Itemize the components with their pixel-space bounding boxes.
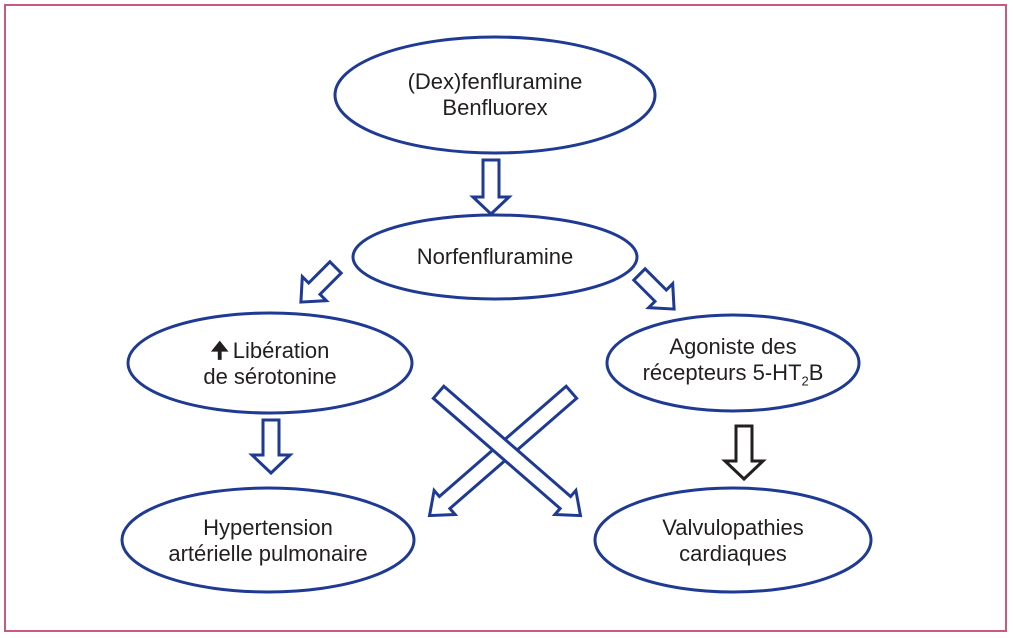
- node-serotonin-line1: Libération: [232, 338, 330, 363]
- node-agonist-line2-sub: 2: [801, 373, 809, 389]
- node-valvulo-line2: cardiaques: [679, 541, 787, 566]
- node-metabolite-ellipse: [351, 213, 639, 301]
- arrow-drugs-to-metabolite: [469, 158, 513, 217]
- node-serotonin-ellipse: [126, 311, 414, 415]
- node-metabolite-line1: Norfenfluramine: [416, 244, 574, 269]
- arrow-metabolite-to-agonist: [631, 266, 676, 311]
- figure-frame: [4, 4, 1007, 632]
- node-htap: Hypertension artérielle pulmonaire: [122, 513, 414, 569]
- arrow-metabolite-to-serotonin: [299, 259, 344, 304]
- arrow-agonist-to-valvulo: [721, 424, 767, 482]
- node-valvulo-ellipse: [593, 486, 873, 594]
- node-agonist-line2: récepteurs 5-HT2B: [643, 360, 824, 394]
- node-valvulo: Valvulopathies cardiaques: [595, 513, 871, 569]
- node-drugs-line2: Benfluorex: [442, 95, 548, 120]
- node-agonist: Agoniste des récepteurs 5-HT2B: [607, 333, 859, 394]
- arrow-serotonin-to-htap: [248, 418, 294, 476]
- node-agonist-ellipse: [605, 313, 861, 413]
- node-drugs: (Dex)fenfluramine Benfluorex: [335, 65, 655, 125]
- node-serotonin: 🠉Libération de sérotonine: [128, 336, 412, 392]
- node-serotonin-line2: de sérotonine: [203, 364, 337, 389]
- node-drugs-line1: (Dex)fenfluramine: [407, 69, 583, 94]
- arrow-serotonin-to-valvulo: [431, 384, 583, 518]
- up-arrow-icon: 🠉: [210, 338, 229, 363]
- node-drugs-ellipse: [333, 35, 657, 155]
- node-agonist-line2-post: B: [808, 359, 824, 385]
- node-valvulo-line1: Valvulopathies: [662, 515, 804, 540]
- node-agonist-line1: Agoniste des: [669, 333, 797, 359]
- node-htap-line2: artérielle pulmonaire: [168, 541, 368, 566]
- node-agonist-line2-pre: récepteurs 5-HT: [642, 359, 802, 385]
- node-htap-ellipse: [120, 486, 416, 594]
- node-metabolite: Norfenfluramine: [353, 237, 637, 277]
- node-serotonin-line1-wrap: 🠉Libération: [211, 338, 330, 364]
- node-htap-line1: Hypertension: [203, 515, 333, 540]
